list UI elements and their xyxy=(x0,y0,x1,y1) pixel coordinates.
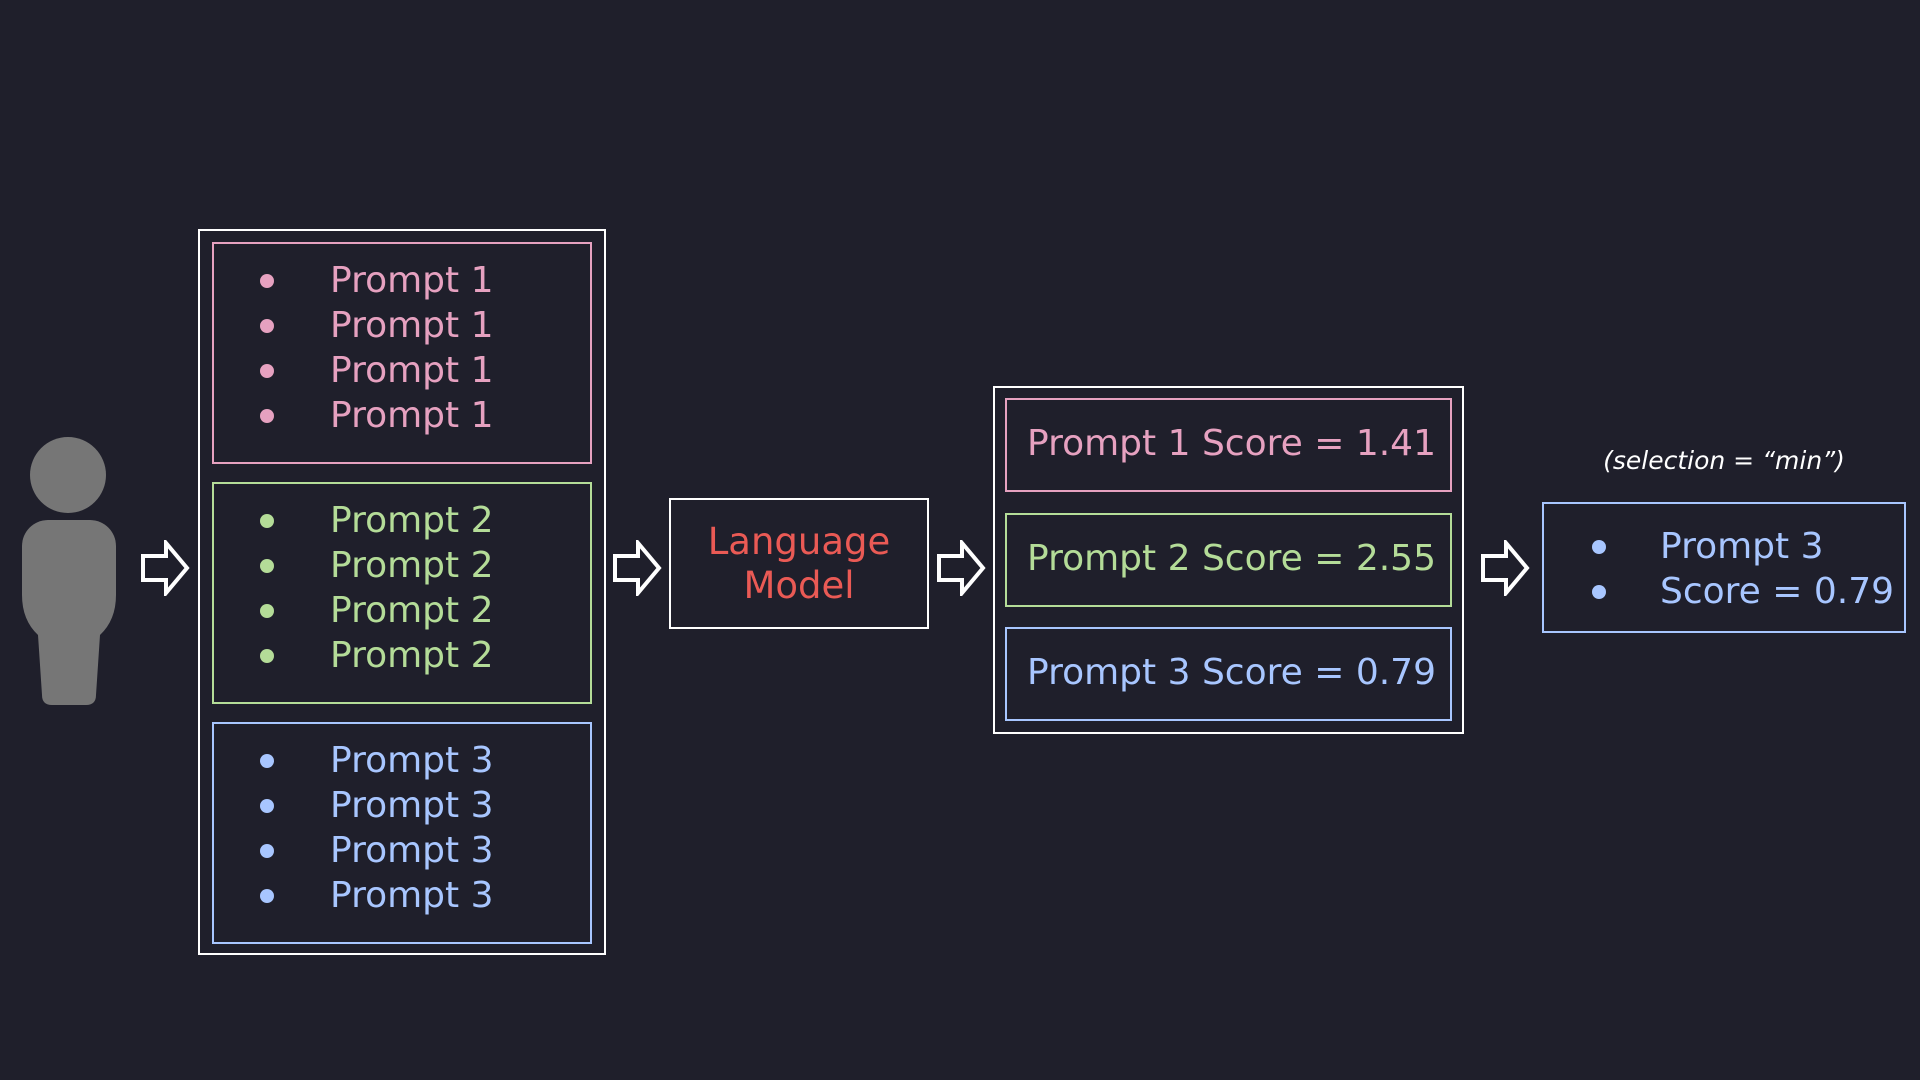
list-item: Prompt 3 xyxy=(214,783,590,828)
list-item: Prompt 1 xyxy=(214,303,590,348)
list-item: Prompt 3 xyxy=(1544,524,1904,569)
bullet-icon xyxy=(260,844,274,858)
bullet-icon xyxy=(260,409,274,423)
prompt-group-1: Prompt 1 Prompt 1 Prompt 1 Prompt 1 xyxy=(212,242,592,464)
bullet-icon xyxy=(260,889,274,903)
list-item: Prompt 1 xyxy=(214,258,590,303)
bullet-icon xyxy=(260,604,274,618)
prompt-candidates-container: Prompt 1 Prompt 1 Prompt 1 Prompt 1 Prom… xyxy=(198,229,606,955)
bullet-icon xyxy=(260,649,274,663)
list-item: Prompt 3 xyxy=(214,873,590,918)
language-model-label: Language Model xyxy=(707,519,891,607)
bullet-icon xyxy=(260,319,274,333)
arrow-right-icon xyxy=(1480,540,1530,596)
list-item: Score = 0.79 xyxy=(1544,569,1904,614)
bullet-icon xyxy=(260,799,274,813)
arrow-right-icon xyxy=(140,540,190,596)
user-head xyxy=(30,437,106,513)
bullet-icon xyxy=(260,754,274,768)
score-row: Prompt 3 Score = 0.79 xyxy=(1005,627,1452,721)
bullet-icon xyxy=(260,364,274,378)
scores-container: Prompt 1 Score = 1.41 Prompt 2 Score = 2… xyxy=(993,386,1464,734)
list-item: Prompt 2 xyxy=(214,588,590,633)
score-row: Prompt 2 Score = 2.55 xyxy=(1005,513,1452,607)
user-icon xyxy=(0,0,140,720)
selected-result-box: Prompt 3 Score = 0.79 xyxy=(1542,502,1906,633)
bullet-icon xyxy=(260,514,274,528)
score-row: Prompt 1 Score = 1.41 xyxy=(1005,398,1452,492)
list-item: Prompt 2 xyxy=(214,498,590,543)
list-item: Prompt 2 xyxy=(214,543,590,588)
prompt-group-2: Prompt 2 Prompt 2 Prompt 2 Prompt 2 xyxy=(212,482,592,704)
prompt-group-3: Prompt 3 Prompt 3 Prompt 3 Prompt 3 xyxy=(212,722,592,944)
user-body xyxy=(22,520,116,705)
list-item: Prompt 1 xyxy=(214,393,590,438)
selection-caption: (selection = “min”) xyxy=(1603,446,1845,475)
bullet-icon xyxy=(260,559,274,573)
list-item: Prompt 3 xyxy=(214,738,590,783)
bullet-icon xyxy=(1592,585,1606,599)
list-item: Prompt 2 xyxy=(214,633,590,678)
arrow-right-icon xyxy=(612,540,662,596)
list-item: Prompt 1 xyxy=(214,348,590,393)
bullet-icon xyxy=(1592,540,1606,554)
bullet-icon xyxy=(260,274,274,288)
list-item: Prompt 3 xyxy=(214,828,590,873)
language-model-box: Language Model xyxy=(669,498,929,629)
arrow-right-icon xyxy=(936,540,986,596)
